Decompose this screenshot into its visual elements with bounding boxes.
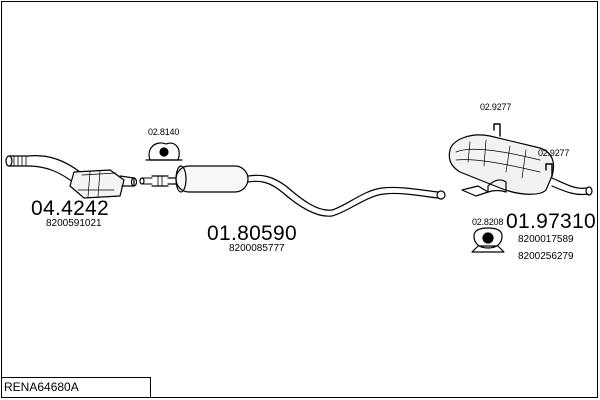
clamp-02-8140-drawing	[145, 142, 183, 161]
part-ref-8200591021: 8200591021	[46, 218, 102, 229]
part-ref-8200017589: 8200017589	[518, 234, 574, 245]
diagram-title: RENA64680A	[1, 377, 151, 398]
center-silencer-pipe-drawing	[139, 165, 446, 217]
rubber-mount-02-8208-drawing	[471, 227, 505, 253]
catalytic-converter-drawing	[5, 155, 138, 199]
fitting-label-02-9277-lower: 02.9277	[538, 148, 570, 158]
rear-silencer-drawing	[448, 123, 593, 197]
fitting-label-02-8140: 02.8140	[148, 127, 180, 137]
part-number-04-4242: 04.4242	[31, 197, 110, 220]
part-number-01-97310: 01.97310	[506, 210, 596, 233]
fitting-label-02-8208: 02.8208	[472, 217, 504, 227]
part-ref-8200085777: 8200085777	[229, 243, 285, 254]
part-ref-8200256279: 8200256279	[518, 251, 574, 262]
part-number-01-80590: 01.80590	[207, 222, 297, 245]
fitting-label-02-9277-upper: 02.9277	[480, 102, 512, 112]
